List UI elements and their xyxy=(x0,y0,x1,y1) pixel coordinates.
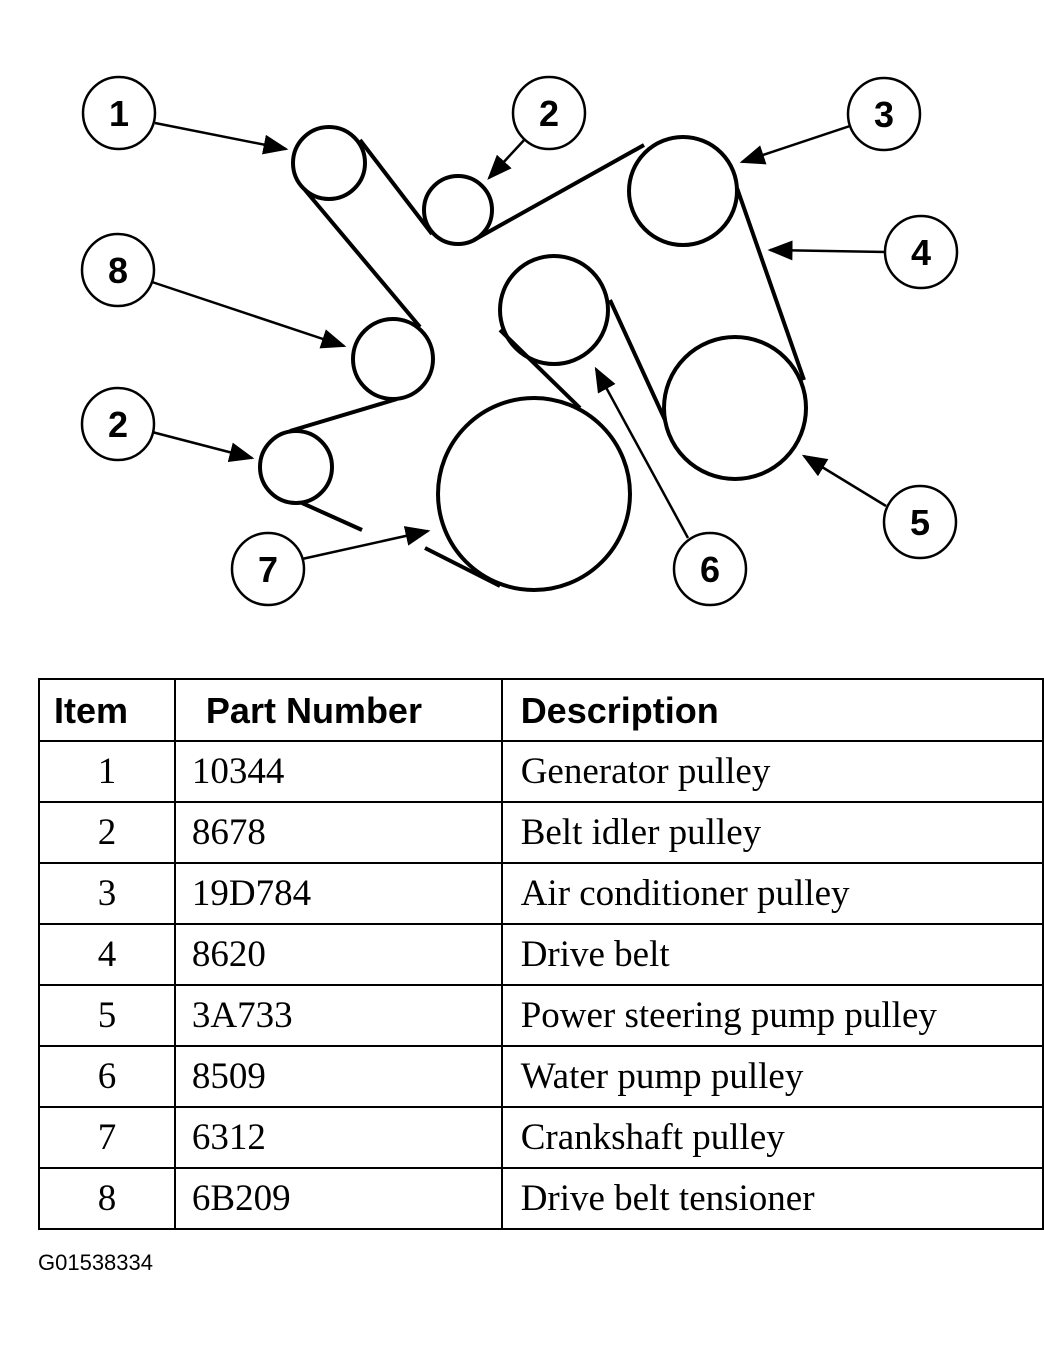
cell-item: 3 xyxy=(38,862,176,925)
leader-arrow-1 xyxy=(154,121,289,155)
figure-id: G01538334 xyxy=(38,1250,153,1275)
drive-belt-tensioner xyxy=(351,317,435,401)
drive-belt xyxy=(289,138,806,588)
leader-arrows xyxy=(151,121,887,561)
callout-8: 8 xyxy=(80,232,156,308)
svg-text:7: 7 xyxy=(258,549,278,590)
belt-idler-pulley-upper xyxy=(422,174,494,246)
cell-description: Drive belt tensioner xyxy=(500,1167,1044,1230)
cell-item: 4 xyxy=(38,923,176,986)
table-row: 1 10344 Generator pulley xyxy=(38,740,1044,803)
cell-description: Belt idler pulley xyxy=(500,801,1044,864)
svg-text:4: 4 xyxy=(911,232,931,273)
cell-item: 8 xyxy=(38,1167,176,1230)
callout-3: 3 xyxy=(846,76,922,152)
air-conditioner-pulley xyxy=(627,135,739,247)
callout-6: 6 xyxy=(672,531,748,607)
water-pump-pulley xyxy=(498,254,610,366)
cell-item: 1 xyxy=(38,740,176,803)
cell-part-number: 3A733 xyxy=(173,984,503,1047)
table-row: 3 19D784 Air conditioner pulley xyxy=(38,862,1044,925)
cell-description: Drive belt xyxy=(500,923,1044,986)
table-row: 6 8509 Water pump pulley xyxy=(38,1045,1044,1108)
cell-item: 2 xyxy=(38,801,176,864)
table-header-row: Item Part Number Description xyxy=(38,678,1044,742)
table-row: 8 6B209 Drive belt tensioner xyxy=(38,1167,1044,1230)
header-part-number: Part Number xyxy=(173,678,503,742)
cell-part-number: 6B209 xyxy=(173,1167,503,1230)
cell-part-number: 8620 xyxy=(173,923,503,986)
leader-arrow-4 xyxy=(767,240,887,261)
callout-2-lower: 2 xyxy=(80,386,156,462)
leader-arrow-2-lower xyxy=(151,430,255,463)
leader-arrow-2-upper xyxy=(487,137,527,180)
cell-item: 6 xyxy=(38,1045,176,1108)
cell-description: Power steering pump pulley xyxy=(500,984,1044,1047)
callout-2-upper: 2 xyxy=(511,75,587,151)
callout-1: 1 xyxy=(81,75,157,151)
svg-text:3: 3 xyxy=(874,94,894,135)
leader-arrow-8 xyxy=(151,280,347,349)
cell-part-number: 8509 xyxy=(173,1045,503,1108)
callout-5: 5 xyxy=(882,484,958,560)
cell-description: Crankshaft pulley xyxy=(500,1106,1044,1169)
leader-arrow-3 xyxy=(739,124,851,165)
callout-4: 4 xyxy=(883,214,959,290)
svg-text:8: 8 xyxy=(108,250,128,291)
cell-part-number: 19D784 xyxy=(173,862,503,925)
parts-table: Item Part Number Description 1 10344 Gen… xyxy=(38,678,1044,1230)
svg-text:2: 2 xyxy=(539,93,559,134)
svg-text:2: 2 xyxy=(108,404,128,445)
cell-item: 5 xyxy=(38,984,176,1047)
leader-arrow-7 xyxy=(301,526,431,561)
power-steering-pump-pulley xyxy=(662,335,808,481)
cell-description: Air conditioner pulley xyxy=(500,862,1044,925)
header-description: Description xyxy=(500,678,1044,742)
cell-description: Generator pulley xyxy=(500,740,1044,803)
table-row: 4 8620 Drive belt xyxy=(38,923,1044,986)
generator-pulley xyxy=(291,125,367,201)
cell-item: 7 xyxy=(38,1106,176,1169)
belt-routing-diagram: 1 2 3 4 5 6 7 8 2 xyxy=(80,75,959,607)
crankshaft-pulley xyxy=(436,396,632,592)
header-item: Item xyxy=(38,678,176,742)
svg-text:6: 6 xyxy=(700,549,720,590)
leader-arrow-5 xyxy=(801,454,887,508)
cell-part-number: 10344 xyxy=(173,740,503,803)
cell-description: Water pump pulley xyxy=(500,1045,1044,1108)
cell-part-number: 8678 xyxy=(173,801,503,864)
svg-text:5: 5 xyxy=(910,502,930,543)
cell-part-number: 6312 xyxy=(173,1106,503,1169)
leader-arrow-6 xyxy=(594,366,690,539)
belt-idler-pulley-lower xyxy=(258,429,334,505)
svg-text:1: 1 xyxy=(109,93,129,134)
table-row: 7 6312 Crankshaft pulley xyxy=(38,1106,1044,1169)
table-row: 2 8678 Belt idler pulley xyxy=(38,801,1044,864)
callout-7: 7 xyxy=(230,531,306,607)
table-row: 5 3A733 Power steering pump pulley xyxy=(38,984,1044,1047)
